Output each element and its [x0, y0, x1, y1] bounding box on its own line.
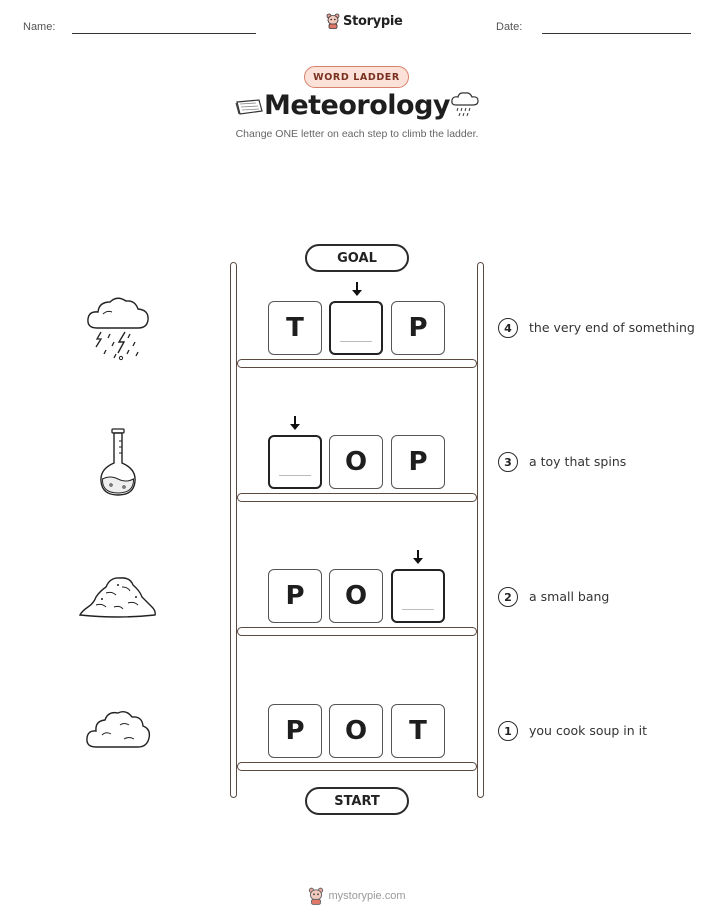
clue-number: 4 — [498, 318, 518, 338]
footer: mystorypie.com — [0, 887, 714, 905]
clue-number: 2 — [498, 587, 518, 607]
start-label: START — [305, 787, 409, 815]
storypie-mascot-icon — [309, 887, 324, 905]
instructions: Change ONE letter on each step to climb … — [235, 128, 479, 140]
storm-cloud-icon — [87, 297, 149, 361]
letter-tile: T — [391, 704, 445, 758]
clue-text: the very end of something — [529, 320, 695, 335]
ladder-rung — [237, 762, 477, 771]
storypie-mascot-icon — [326, 13, 340, 29]
flask-icon — [100, 428, 136, 496]
brand-logo: Storypie — [326, 13, 403, 29]
letter-tile: O — [329, 569, 383, 623]
ladder-rung — [237, 627, 477, 636]
clue-text: a toy that spins — [529, 454, 627, 469]
goal-label: GOAL — [305, 244, 409, 272]
footer-url[interactable]: mystorypie.com — [328, 890, 406, 902]
ladder-rung — [237, 493, 477, 502]
clue-number: 1 — [498, 721, 518, 741]
brand-name: Storypie — [343, 13, 403, 29]
letter-tile: O — [329, 704, 383, 758]
clue-text: you cook soup in it — [529, 723, 648, 738]
blank-letter-tile[interactable] — [268, 435, 322, 489]
letter-tile: P — [391, 301, 445, 355]
down-arrow-icon — [352, 282, 362, 296]
date-label: Date: — [496, 21, 523, 33]
letter-tile: O — [329, 435, 383, 489]
clue-number: 3 — [498, 452, 518, 472]
name-line[interactable] — [72, 33, 256, 34]
ladder-right-rail — [477, 262, 484, 798]
dust-pile-icon — [78, 577, 156, 618]
letter-tile: T — [268, 301, 322, 355]
word-ladder-badge: WORD LADDER — [304, 66, 409, 88]
letter-tile: P — [391, 435, 445, 489]
ladder-rung — [237, 359, 477, 368]
clue-text: a small bang — [529, 589, 610, 604]
letter-tile: P — [268, 704, 322, 758]
blank-letter-tile[interactable] — [329, 301, 383, 355]
name-label: Name: — [23, 21, 56, 33]
down-arrow-icon — [290, 416, 300, 430]
cloud-icon — [86, 710, 151, 748]
ladder-left-rail — [230, 262, 237, 798]
blank-letter-tile[interactable] — [391, 569, 445, 623]
sandstone-icon — [235, 99, 263, 115]
letter-tile: P — [268, 569, 322, 623]
date-line[interactable] — [542, 33, 691, 34]
page-title: Meteorology — [263, 90, 451, 121]
rain-cloud-icon — [451, 92, 479, 117]
down-arrow-icon — [413, 550, 423, 564]
